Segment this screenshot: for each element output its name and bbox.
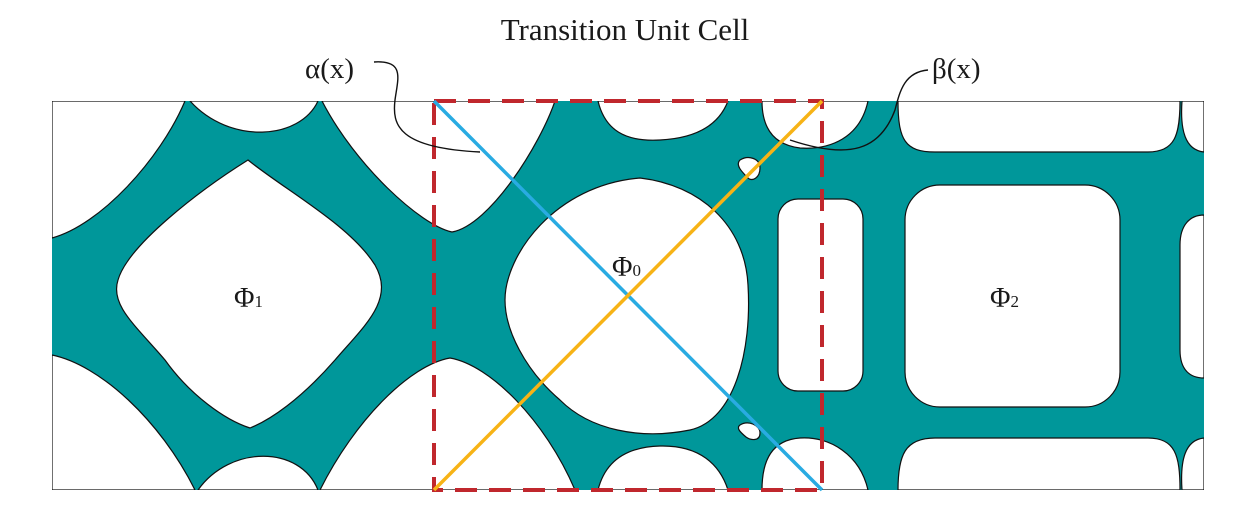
phi1-symbol: Φ [234,283,254,314]
void-phi1 [116,159,383,429]
void-bottom-far-right [1181,437,1204,490]
alpha-leader-line [373,61,481,153]
beta-label: β(x) [932,53,981,85]
phi2-label: Φ2 [990,283,1019,314]
void-bottom-left-cell [319,357,576,490]
void-phi1-top [52,101,186,239]
void-phi1-bottom [52,354,196,490]
diagram-title: Transition Unit Cell [501,12,750,47]
void-phi0 [504,177,750,435]
void-top-left-cell [321,101,556,233]
void-top-far-right [1181,101,1204,153]
alpha-label: α(x) [305,53,354,85]
phi2-subscript: 2 [1010,292,1019,311]
void-phi1-bottom-mid [197,455,319,490]
phi0-label: Φ0 [612,252,641,283]
phi1-subscript: 1 [254,292,263,311]
void-bottom-right-small [761,437,869,490]
lattice-structure [52,101,1204,490]
void-phi2 [904,184,1121,408]
void-small-hole-top [737,157,761,181]
unit-cell-border [432,99,824,492]
void-small-hole-bottom [737,422,761,441]
void-right-edge [1179,214,1204,379]
void-bottom-center [597,445,729,490]
beta-leader-line [789,69,929,151]
phi0-subscript: 0 [632,261,641,280]
beta-diagonal [432,99,824,492]
phi1-label: Φ1 [234,283,263,314]
void-top-center [597,101,729,141]
phi0-symbol: Φ [612,252,632,283]
phi2-symbol: Φ [990,283,1010,314]
void-phi1-top-mid [189,101,319,133]
void-bottom-right [897,437,1181,490]
void-top-right [897,101,1181,153]
